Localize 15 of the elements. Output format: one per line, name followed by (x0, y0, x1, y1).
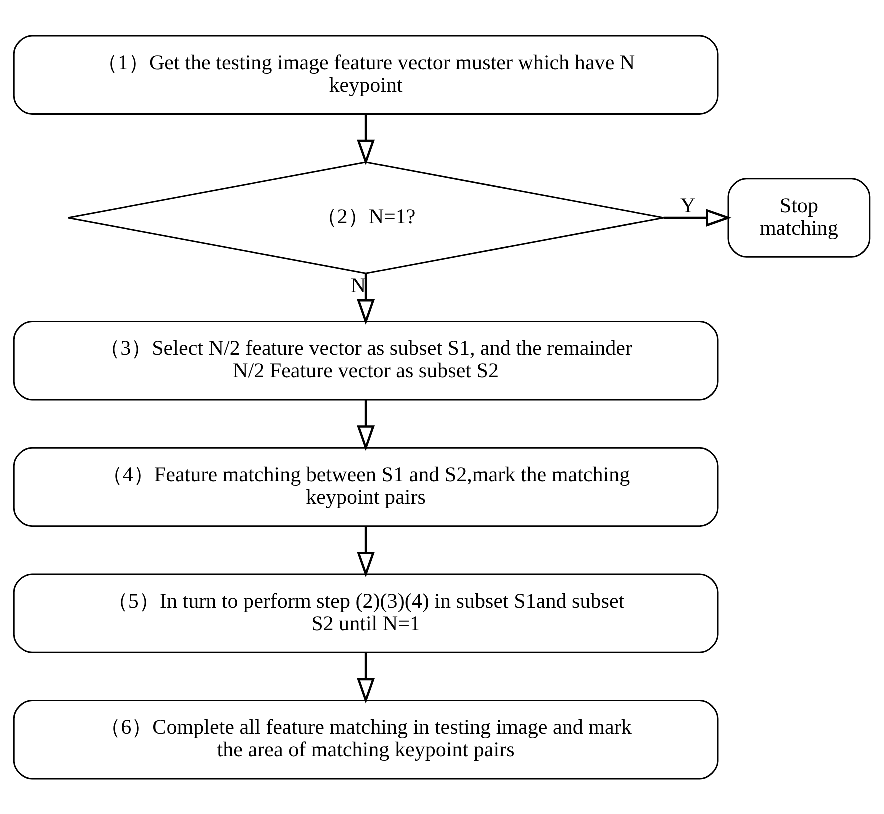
node-box: （6）Complete all feature matching in testing image and mark the area of matching keypoint pairs (13, 700, 719, 780)
node-box: （3）Select N/2 feature vector as subset S1, and the remainder N/2 Feature vector as subset S2 (13, 320, 719, 400)
node-box: Stop matching (728, 178, 871, 258)
arrow (664, 208, 732, 226)
edge-label: N (350, 272, 366, 297)
arrow (357, 526, 375, 578)
edge-label: Y (680, 192, 696, 217)
node-box: （5）In turn to perform step (2)(3)(4) in subset S1and subset S2 until N=1 (13, 573, 719, 653)
node-box: （4）Feature matching between S1 and S2,mark the matching keypoint pairs (13, 446, 719, 527)
arrow (357, 652, 375, 704)
arrow (357, 273, 375, 325)
arrow (357, 400, 375, 451)
node-diamond: （2）N=1? (68, 161, 665, 274)
arrow (357, 114, 375, 165)
node-box: （1）Get the testing image feature vector muster which have N keypoint (13, 34, 719, 114)
